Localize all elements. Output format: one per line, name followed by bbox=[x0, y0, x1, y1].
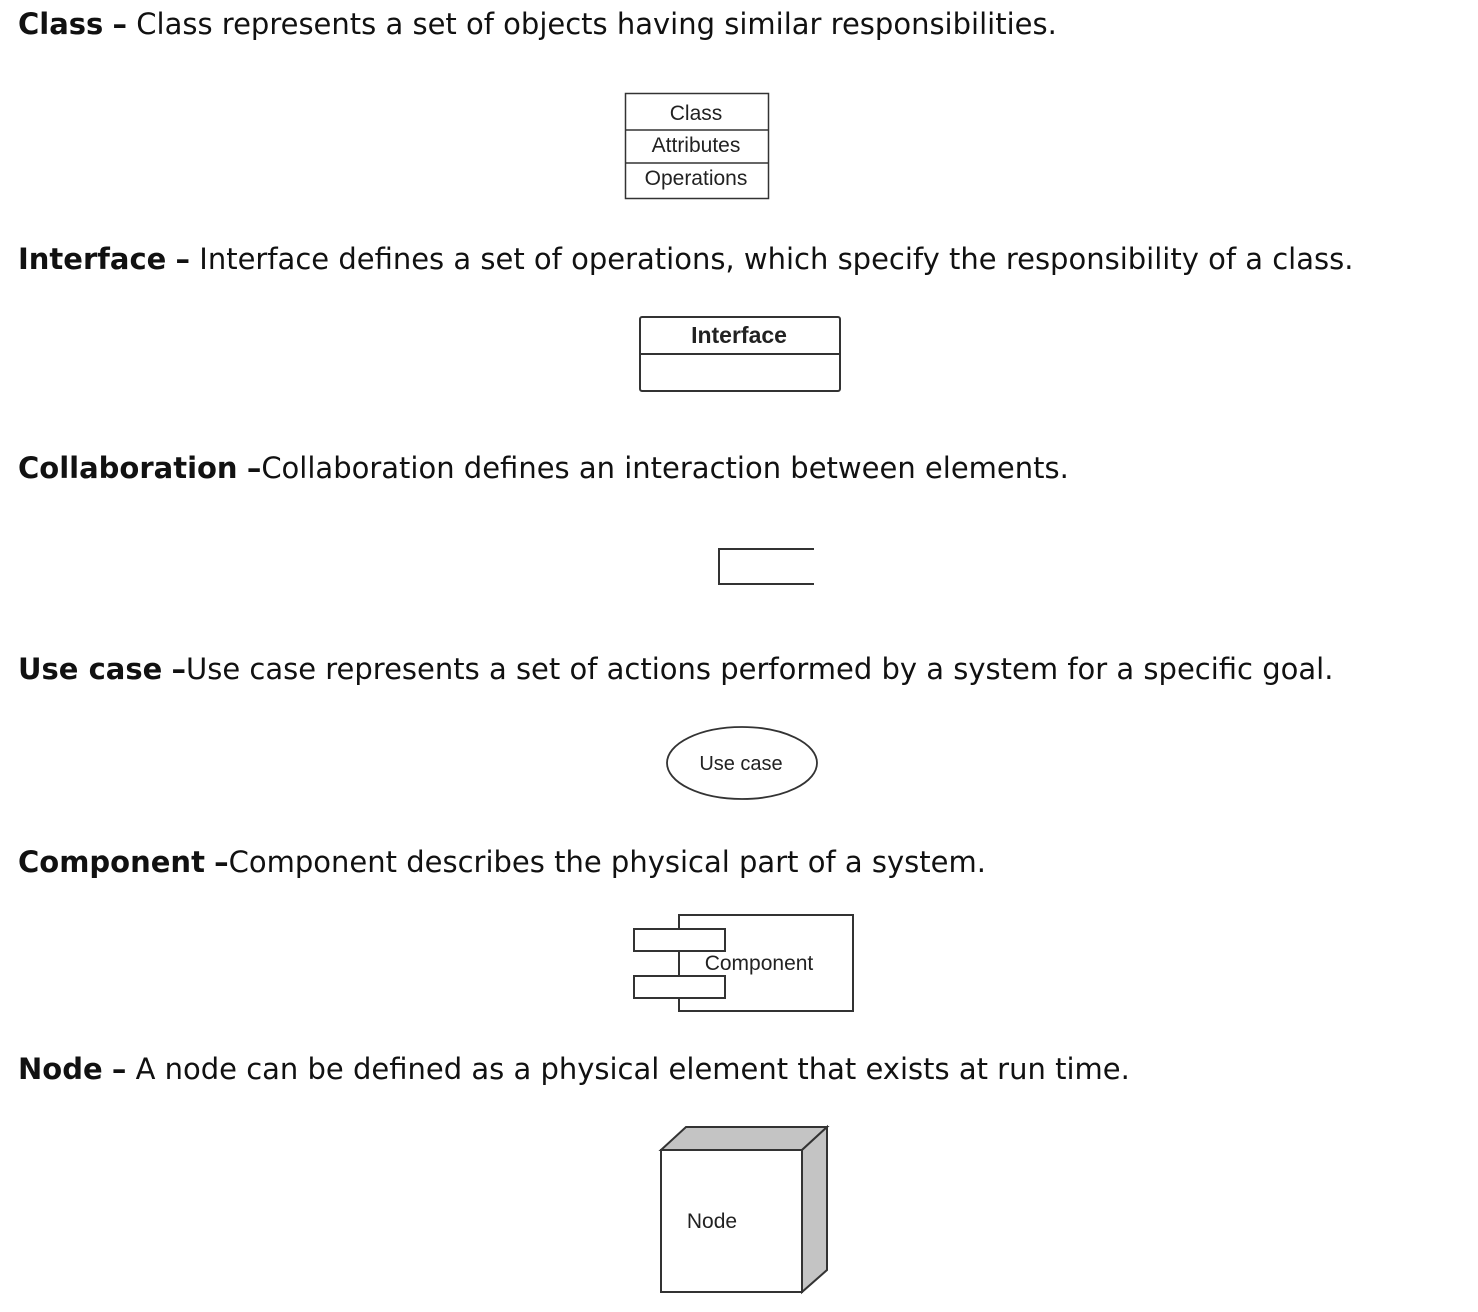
node-side-face bbox=[801, 1124, 828, 1295]
class-attributes-label: Attributes bbox=[652, 134, 741, 157]
node-diagram: Node bbox=[656, 1122, 832, 1298]
component-port-bottom bbox=[633, 975, 726, 999]
description-class: Class represents a set of objects having… bbox=[136, 7, 1057, 41]
collaboration-shape bbox=[718, 548, 814, 585]
term-component: Component bbox=[18, 845, 205, 879]
description-interface: Interface defines a set of operations, w… bbox=[199, 242, 1354, 276]
class-box-outline bbox=[624, 92, 770, 200]
dash: – bbox=[171, 652, 186, 686]
description-collaboration: Collaboration defines an interaction bet… bbox=[261, 451, 1069, 485]
use-case-diagram: Use case bbox=[664, 724, 824, 804]
node-top-face bbox=[658, 1126, 830, 1151]
term-use-case: Use case bbox=[18, 652, 163, 686]
class-operations-label: Operations bbox=[645, 167, 748, 190]
term-class: Class bbox=[18, 7, 104, 41]
description-component: Component describes the physical part of… bbox=[228, 845, 986, 879]
description-node: A node can be defined as a physical elem… bbox=[135, 1052, 1130, 1086]
definition-node: Node – A node can be defined as a physic… bbox=[18, 1051, 1130, 1087]
definition-class: Class – Class represents a set of object… bbox=[18, 6, 1057, 42]
collaboration-diagram bbox=[714, 544, 820, 590]
class-name-label: Class bbox=[670, 102, 723, 125]
dash: – bbox=[112, 7, 128, 41]
dash: – bbox=[246, 451, 262, 485]
use-case-ellipse bbox=[666, 726, 818, 800]
interface-label: Interface bbox=[691, 322, 787, 348]
definition-interface: Interface – Interface defines a set of o… bbox=[18, 241, 1353, 277]
definition-use-case: Use case –Use case represents a set of a… bbox=[18, 651, 1333, 687]
node-front-face bbox=[660, 1149, 803, 1293]
term-interface: Interface bbox=[18, 242, 167, 276]
node-label: Node bbox=[687, 1210, 737, 1233]
term-node: Node bbox=[18, 1052, 103, 1086]
component-diagram: Component bbox=[630, 912, 858, 1016]
term-collaboration: Collaboration bbox=[18, 451, 238, 485]
dash: – bbox=[175, 242, 191, 276]
interface-diagram: Interface bbox=[638, 315, 844, 395]
dash: – bbox=[214, 845, 229, 879]
dash: – bbox=[111, 1052, 127, 1086]
definition-collaboration: Collaboration –Collaboration defines an … bbox=[18, 450, 1069, 486]
class-diagram: Class Attributes Operations bbox=[624, 92, 772, 202]
use-case-label: Use case bbox=[699, 753, 782, 775]
component-label: Component bbox=[705, 952, 814, 975]
definition-component: Component –Component describes the physi… bbox=[18, 844, 986, 880]
description-use-case: Use case represents a set of actions per… bbox=[185, 652, 1334, 686]
component-port-top bbox=[633, 928, 726, 952]
